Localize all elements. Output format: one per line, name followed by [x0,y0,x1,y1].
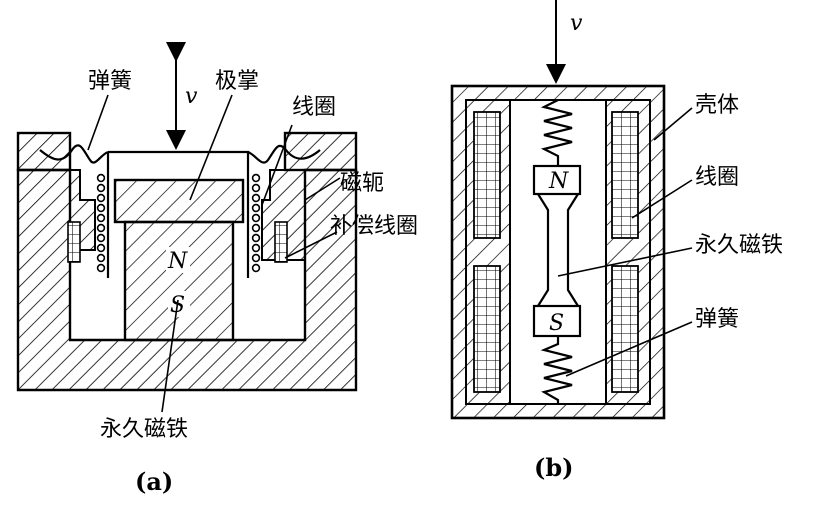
label-spring-b: 弹簧 [695,307,739,332]
right-flange [283,131,358,172]
velocity-label-b: v [570,11,583,36]
magnet-b-north-end [532,164,582,196]
leader-housing [653,107,693,141]
south-label-bg [168,291,190,317]
label-housing: 壳体 [695,93,739,118]
north-pole-label-b: N [548,169,569,194]
label-magnet-b: 永久磁铁 [695,233,783,258]
label-magnet-a: 永久磁铁 [100,417,188,442]
caption-a: (a) [135,467,173,496]
leader-spring-a [87,94,109,151]
leader-compensation-coil [284,231,338,259]
figure-b: N S v 壳体 线圈 永久磁铁 弹簧 (b) [450,0,783,482]
caption-b: (b) [534,453,574,482]
coil-b-top-left [473,111,501,239]
south-pole-label-b: S [549,311,564,336]
right-inner-step [261,169,306,261]
label-coil-a: 线圈 [292,95,336,120]
magnet-b-shaft [537,193,579,307]
north-pole-label: N [167,249,188,274]
magnet-b-south-end [532,304,582,338]
leader-magnet-b [557,247,693,277]
north-label-bg [166,247,190,273]
leader-yoke [304,177,341,201]
leader-spring-b [565,321,693,377]
figure-a: N S v 弹簧 极掌 线圈 磁轭 补偿线圈 永久磁铁 (a) [16,42,418,496]
spring-b-top [540,99,573,166]
spring-b-bottom [540,336,573,404]
left-flange [16,131,72,172]
moving-frame [106,150,250,278]
pole-shoe [113,178,245,224]
leader-coil-a [261,124,293,206]
coil-b-top-right [611,111,639,239]
leader-pole-shoe [189,94,233,201]
label-coil-b: 线圈 [695,165,739,190]
compensation-coil-left [67,221,81,263]
spring-diaphragm-left [39,144,109,164]
spring-diaphragm-right [247,144,321,164]
coil-b-bottom-left [473,265,501,393]
coil-left [96,173,106,273]
coil-b-bottom-right [611,265,639,393]
compensation-coil-right [274,221,288,263]
label-yoke: 磁轭 [340,171,384,196]
label-compensation-coil: 补偿线圈 [330,214,418,239]
leader-magnet-a [161,299,179,413]
velocity-label-a: v [185,84,198,109]
label-spring-a: 弹簧 [88,69,132,94]
permanent-magnet-a [123,220,235,342]
leader-coil-b [631,179,693,219]
label-pole-shoe: 极掌 [215,69,259,94]
coil-right [251,173,261,273]
